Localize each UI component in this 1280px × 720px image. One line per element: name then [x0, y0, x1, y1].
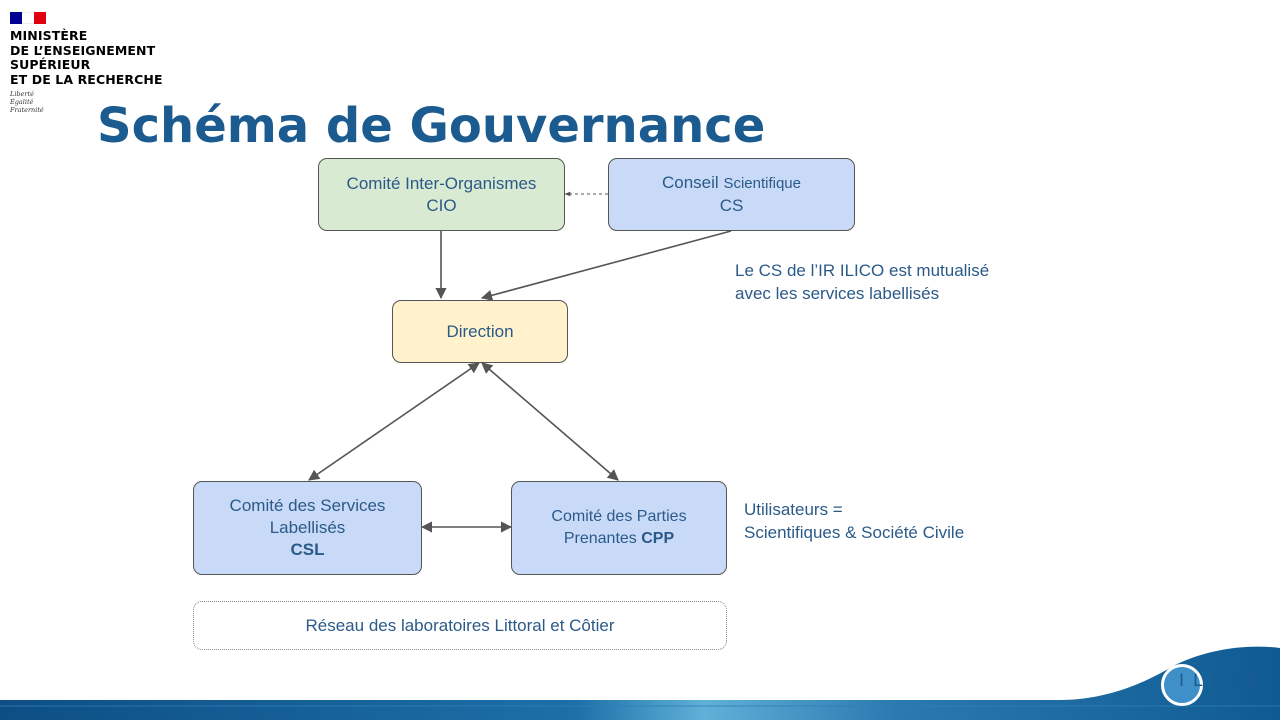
users-note: Utilisateurs = Scientifiques & Société C…: [744, 500, 965, 542]
ilico-wordmark: ILICO: [1179, 671, 1269, 691]
arrow-direction-cpp: [481, 362, 619, 481]
ilico-circle-icon: [1161, 664, 1203, 706]
ministry-line: ET DE LA RECHERCHE: [10, 71, 163, 87]
page-title: Schéma de Gouvernance: [97, 98, 766, 154]
republic-motto: Liberté Égalité Fraternité: [10, 90, 44, 114]
cs-box: Conseil Scientifique CS: [608, 158, 855, 231]
ilico-logo: ILICO: [1157, 660, 1267, 710]
cs-note: Le CS de l’IR ILICO est mutualisé avec l…: [735, 261, 990, 303]
direction-box: Direction: [392, 300, 568, 363]
arrow-direction-csl: [308, 362, 480, 481]
ministry-name: MINISTÈRE DE L’ENSEIGNEMENT SUPÉRIEUR ET…: [10, 28, 163, 87]
reseau-box: Réseau des laboratoires Littoral et Côti…: [193, 601, 727, 650]
ocean-band: [0, 646, 1280, 720]
cpp-box: Comité des Parties Prenantes CPP: [511, 481, 727, 575]
arrow-cs-to-direction: [480, 230, 732, 301]
ministry-line: SUPÉRIEUR: [10, 57, 91, 72]
cio-box: Comité Inter-Organismes CIO: [318, 158, 565, 231]
french-flag-icon: [10, 12, 46, 24]
ministry-line: MINISTÈRE: [10, 28, 88, 43]
ministry-line: DE L’ENSEIGNEMENT: [10, 42, 156, 58]
csl-box: Comité des Services Labellisés CSL: [193, 481, 422, 575]
ministry-logo: MINISTÈRE DE L’ENSEIGNEMENT SUPÉRIEUR ET…: [10, 12, 170, 122]
